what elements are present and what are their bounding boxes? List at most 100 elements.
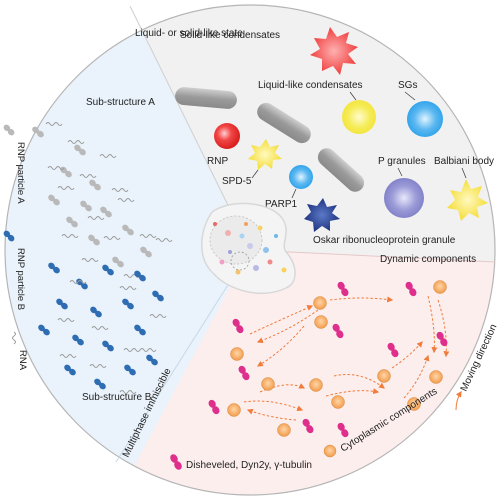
rna-strand — [45, 122, 63, 126]
motion-arrow — [249, 305, 314, 335]
cell-dot — [253, 265, 259, 271]
right-sector — [116, 250, 495, 495]
cell-dot — [219, 259, 225, 265]
disheveled-particle — [337, 281, 349, 297]
top-section-title: Liquid- or solid-like state — [135, 28, 243, 39]
balbiani-leader — [461, 167, 467, 179]
cell-illustration — [201, 202, 296, 295]
rna-strand — [59, 354, 77, 358]
rna-strand — [117, 198, 135, 202]
parp1-droplet — [289, 165, 313, 189]
rnp-particle-a — [140, 246, 152, 258]
motion-arrow — [403, 354, 430, 399]
rna-strand — [87, 216, 105, 220]
motion-arrow — [246, 408, 297, 421]
substructure-b-label: Sub-structure B — [82, 392, 152, 403]
disheveled-particle — [232, 318, 244, 334]
motion-arrow — [259, 383, 306, 393]
multiphase-group: Sub-structure A Sub-structure B RNP part… — [3, 97, 173, 403]
cytoplasmic-particle — [277, 423, 291, 437]
motion-arrows — [243, 295, 450, 421]
rnp-particle-a — [48, 194, 60, 206]
rna-strand — [69, 280, 87, 284]
rna-strand — [155, 238, 173, 242]
cell-dot — [213, 222, 217, 226]
rna-strand — [67, 140, 85, 144]
right-section-title: Dynamic components — [380, 254, 476, 265]
divider-right — [249, 249, 496, 263]
cell-dot — [235, 269, 241, 275]
rna-strand — [99, 154, 117, 158]
motion-arrow — [325, 388, 380, 397]
moving-direction-arrow — [455, 390, 462, 411]
oskar-label: Oskar ribonucleoprotein granule — [313, 235, 456, 246]
rnp-b-label: RNP particle B — [15, 248, 26, 310]
oskar-star-icon — [304, 198, 340, 232]
rnp-droplet — [214, 123, 240, 149]
disheveled-particle — [387, 342, 399, 358]
cell-dot — [257, 225, 263, 231]
cytoplasmic-particle — [309, 378, 323, 392]
rnp-particle-b — [134, 324, 146, 336]
rnp-particle-b — [90, 306, 102, 318]
rna-strand — [61, 234, 79, 238]
disheveled-particle — [238, 365, 250, 381]
motion-arrow — [427, 295, 438, 354]
cytoplasmic-particle — [433, 280, 447, 294]
cell-dot — [244, 222, 248, 226]
rnp-particle-a — [122, 224, 134, 236]
disheveled-particle — [302, 418, 314, 434]
cytoplasmic-particle — [331, 395, 345, 409]
rnp-b-legend-icon — [3, 230, 15, 242]
rnp-particle-a — [100, 206, 112, 218]
rna-strand — [139, 234, 157, 238]
p-granules-label: P granules — [378, 156, 426, 167]
rnp-particle-b — [134, 270, 146, 282]
rod-3 — [317, 148, 365, 192]
disheveled-particle — [208, 399, 220, 415]
outer-circle — [4, 4, 496, 496]
rnp-particle-b — [102, 340, 114, 352]
cytoplasmic-particle — [261, 377, 275, 391]
disheveled-label: Disheveled, Dyn2y, γ-tubulin — [186, 460, 312, 471]
cell-dot — [228, 250, 232, 254]
cytoplasmic-particle — [407, 397, 421, 411]
cytoplasmic-legend-icon — [323, 444, 337, 458]
parp1-leader — [291, 188, 297, 199]
rnp-particle-b — [38, 324, 50, 336]
rna-strand — [111, 188, 129, 192]
rnp-particle-b — [122, 298, 134, 310]
disheveled-particle — [337, 422, 349, 438]
cell-zoom-circle — [230, 251, 250, 271]
liquid-like-label: Liquid-like condensates — [258, 80, 363, 91]
left-sector-fill — [5, 5, 250, 495]
rna-strand — [47, 166, 65, 170]
parp1-label: PARP1 — [265, 199, 297, 210]
rna-strand — [119, 286, 137, 290]
motion-arrow — [243, 400, 304, 412]
balbiani-star-icon — [447, 179, 488, 221]
cytoplasmic-particle — [314, 315, 328, 329]
cytoplasmic-particle — [230, 347, 244, 361]
substructure-a-label: Sub-structure A — [86, 97, 155, 108]
disheveled-legend-icon — [170, 454, 182, 470]
dynamic-particles — [208, 280, 448, 438]
particle-field — [32, 122, 173, 394]
rnp-particle-a — [112, 256, 124, 268]
rnp-particle-b — [76, 278, 88, 290]
rnp-particle-b — [72, 334, 84, 346]
cell-dot — [267, 259, 273, 265]
rnp-particle-b — [48, 262, 60, 274]
rna-strand — [79, 174, 97, 178]
rna-strand — [103, 236, 121, 240]
cell-dot — [274, 234, 278, 238]
disheveled-particle — [332, 323, 344, 339]
p-granules-leader — [397, 167, 403, 177]
motion-arrow — [391, 341, 423, 369]
cell-dot — [263, 247, 269, 253]
cytoplasmic-particle — [227, 403, 241, 417]
rna-strand — [149, 314, 167, 318]
rnp-particle-a — [74, 144, 86, 156]
spd5-label: SPD-5 — [222, 176, 252, 187]
